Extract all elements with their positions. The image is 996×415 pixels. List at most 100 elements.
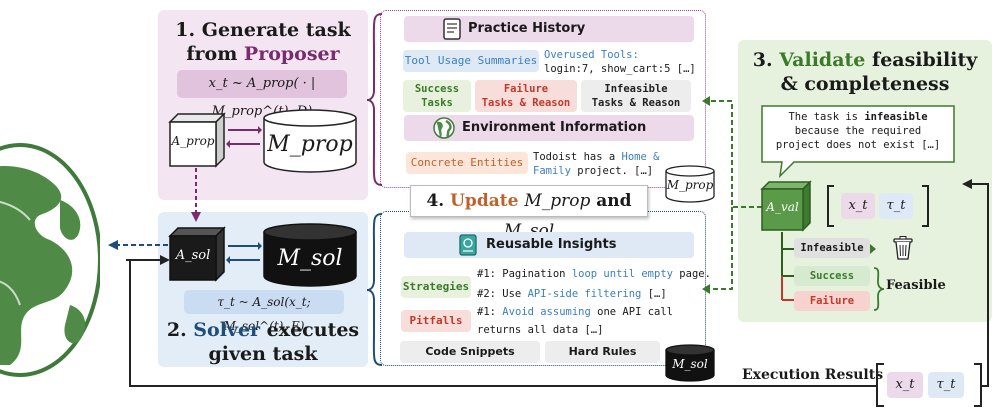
pitfall-1-b: Avoid assuming	[502, 306, 591, 318]
strategy-1: #1: Pagination loop until empty page.	[477, 268, 711, 280]
infeasible-tasks-line1: Infeasible	[604, 83, 668, 95]
environment-info-title: Environment Information	[462, 120, 647, 135]
environment-text-line1-a: Todoist has a	[533, 151, 622, 163]
step3-title-prefix: 3.	[752, 49, 780, 71]
hard-rules-chip: Hard Rules	[545, 341, 660, 363]
execution-loop-line	[129, 179, 989, 387]
practice-memory-label: M_prop	[666, 178, 714, 192]
bubble-line1-b: infeasible	[864, 111, 928, 123]
failure-tasks-chip: Failure Tasks & Reason	[475, 80, 577, 112]
solver-memory-cylinder-icon	[263, 223, 357, 287]
concrete-entities-label: Concrete Entities	[406, 152, 528, 174]
proposer-formula: x_t ~ A_prop( · | M_prop^(t), D)	[177, 70, 347, 119]
environment-text-line2-b: project. […]	[570, 165, 654, 177]
step2-title-suffix: executes	[260, 319, 360, 341]
solver-agent-cube-icon	[168, 226, 226, 282]
tool-usage-label: Tool Usage Summaries	[403, 50, 539, 72]
step1-title-prefix: from	[186, 43, 244, 65]
strategy-1-b: loop until empty	[571, 268, 673, 280]
success-result-chip: Success	[794, 266, 870, 286]
book-icon	[459, 234, 477, 256]
globe-icon	[433, 117, 455, 139]
strategies-chip: Strategies	[401, 276, 471, 298]
validator-input-bracket	[827, 185, 929, 227]
update-m-prop: M_prop	[524, 191, 591, 211]
execution-xt-chip: x_t	[887, 372, 923, 398]
step2-title-prefix: 2.	[166, 319, 194, 341]
solver-memory-label: M_sol	[277, 246, 343, 271]
insights-memory-label: M_sol	[672, 357, 708, 371]
validator-output-tree	[781, 232, 876, 301]
overused-tools-line1: Overused Tools:	[544, 49, 639, 61]
success-tasks-line1: Success	[414, 83, 460, 95]
update-highlight: Update	[450, 191, 519, 211]
infeasible-tasks-chip: Infeasible Tasks & Reason	[581, 80, 691, 112]
practice-history-title: Practice History	[468, 21, 586, 36]
step2-title-line1: 2. Solver executes	[158, 318, 368, 342]
step2-title-line2: given task	[208, 343, 318, 365]
solver-formula: τ_t ~ A_sol(x_t; M_sol^(t), E)	[184, 290, 344, 333]
proposer-memory-cylinder-icon	[263, 109, 357, 173]
proposer-agent-label: A_prop	[171, 134, 215, 148]
step3-title-suffix: feasibility	[865, 49, 978, 71]
feasible-brace	[873, 267, 885, 311]
solver-formula-text: τ_t ~ A_sol(x_t; M_sol^(t), E)	[217, 295, 311, 333]
pitfall-2: returns all data […]	[477, 324, 604, 336]
solver-memory-arrows	[226, 242, 262, 264]
step2-title-highlight: Solver	[193, 319, 261, 341]
infeasible-result-chip: Infeasible	[794, 238, 870, 258]
step3-title-line2: & completeness	[780, 73, 950, 95]
pitfall-1: #1: Avoid assuming one API call	[477, 306, 673, 318]
strategy-2-c: […]	[641, 288, 667, 300]
solver-brace	[366, 213, 383, 366]
insights-header	[404, 232, 694, 258]
step2-title: 2. Solver executes given task	[158, 318, 368, 366]
speech-bubble	[761, 105, 955, 178]
validator-agent-cube-icon	[760, 180, 812, 232]
environment-text-line2-a: Family	[533, 165, 571, 177]
solver-agent-label: A_sol	[175, 248, 211, 263]
step1-title-line2: from Proposer	[158, 42, 368, 66]
insights-title: Reusable Insights	[486, 237, 617, 252]
bubble-line2: because the required	[794, 125, 922, 137]
environment-text-line2: Family project. […]	[533, 165, 653, 177]
failure-result-chip: Failure	[794, 291, 870, 311]
overused-tools-line2: login:7, show_cart:5 […]	[544, 63, 696, 75]
trash-icon	[893, 236, 913, 260]
execution-results-label: Execution Results	[742, 367, 884, 383]
validator-taut-chip: τ_t	[879, 193, 913, 219]
success-tasks-chip: Success Tasks	[403, 80, 471, 112]
solver-earth-arrows	[108, 240, 170, 265]
success-tasks-line2: Tasks	[421, 97, 453, 109]
validator-feedback-arrows	[702, 96, 762, 294]
update-label: 4. Update M_prop and M_sol	[410, 185, 648, 241]
pitfall-1-c: one API call	[590, 306, 673, 318]
step1-title-line1: 1. Generate task	[175, 19, 351, 41]
step3-title: 3. Validate feasibility & completeness	[738, 48, 992, 96]
validator-xt-chip: x_t	[841, 193, 875, 219]
strategy-2: #2: Use API-side filtering […]	[477, 288, 667, 300]
pitfall-1-a: #1:	[477, 306, 503, 318]
proposer-agent-cube-icon	[168, 112, 226, 168]
environment-text-line1-b: Home &	[621, 151, 660, 163]
practice-memory-cylinder-icon	[665, 165, 715, 203]
proposer-memory-label: M_prop	[267, 132, 353, 157]
strategy-2-a: #2: Use	[477, 288, 528, 300]
execution-taut-chip: τ_t	[928, 372, 964, 398]
insights-memory-cylinder-icon	[665, 344, 715, 382]
code-snippets-chip: Code Snippets	[400, 341, 540, 363]
pitfalls-chip: Pitfalls	[401, 310, 471, 332]
validator-agent-label: A_val	[766, 200, 799, 214]
step1-title-highlight: Proposer	[243, 43, 340, 65]
environment-text-line1: Todoist has a Home &	[533, 151, 659, 163]
update-prefix: 4.	[426, 191, 451, 211]
bubble-line1-a: The task is	[788, 111, 865, 123]
strategy-1-c: page.	[672, 268, 711, 280]
strategy-2-b: API-side filtering	[527, 288, 642, 300]
strategy-1-a: #1: Pagination	[477, 268, 572, 280]
step3-title-line1: 3. Validate feasibility	[738, 48, 992, 72]
earth-globe-icon	[0, 143, 100, 377]
proposer-brace	[366, 13, 383, 186]
execution-results-bracket	[876, 363, 982, 407]
document-icon	[443, 18, 461, 40]
